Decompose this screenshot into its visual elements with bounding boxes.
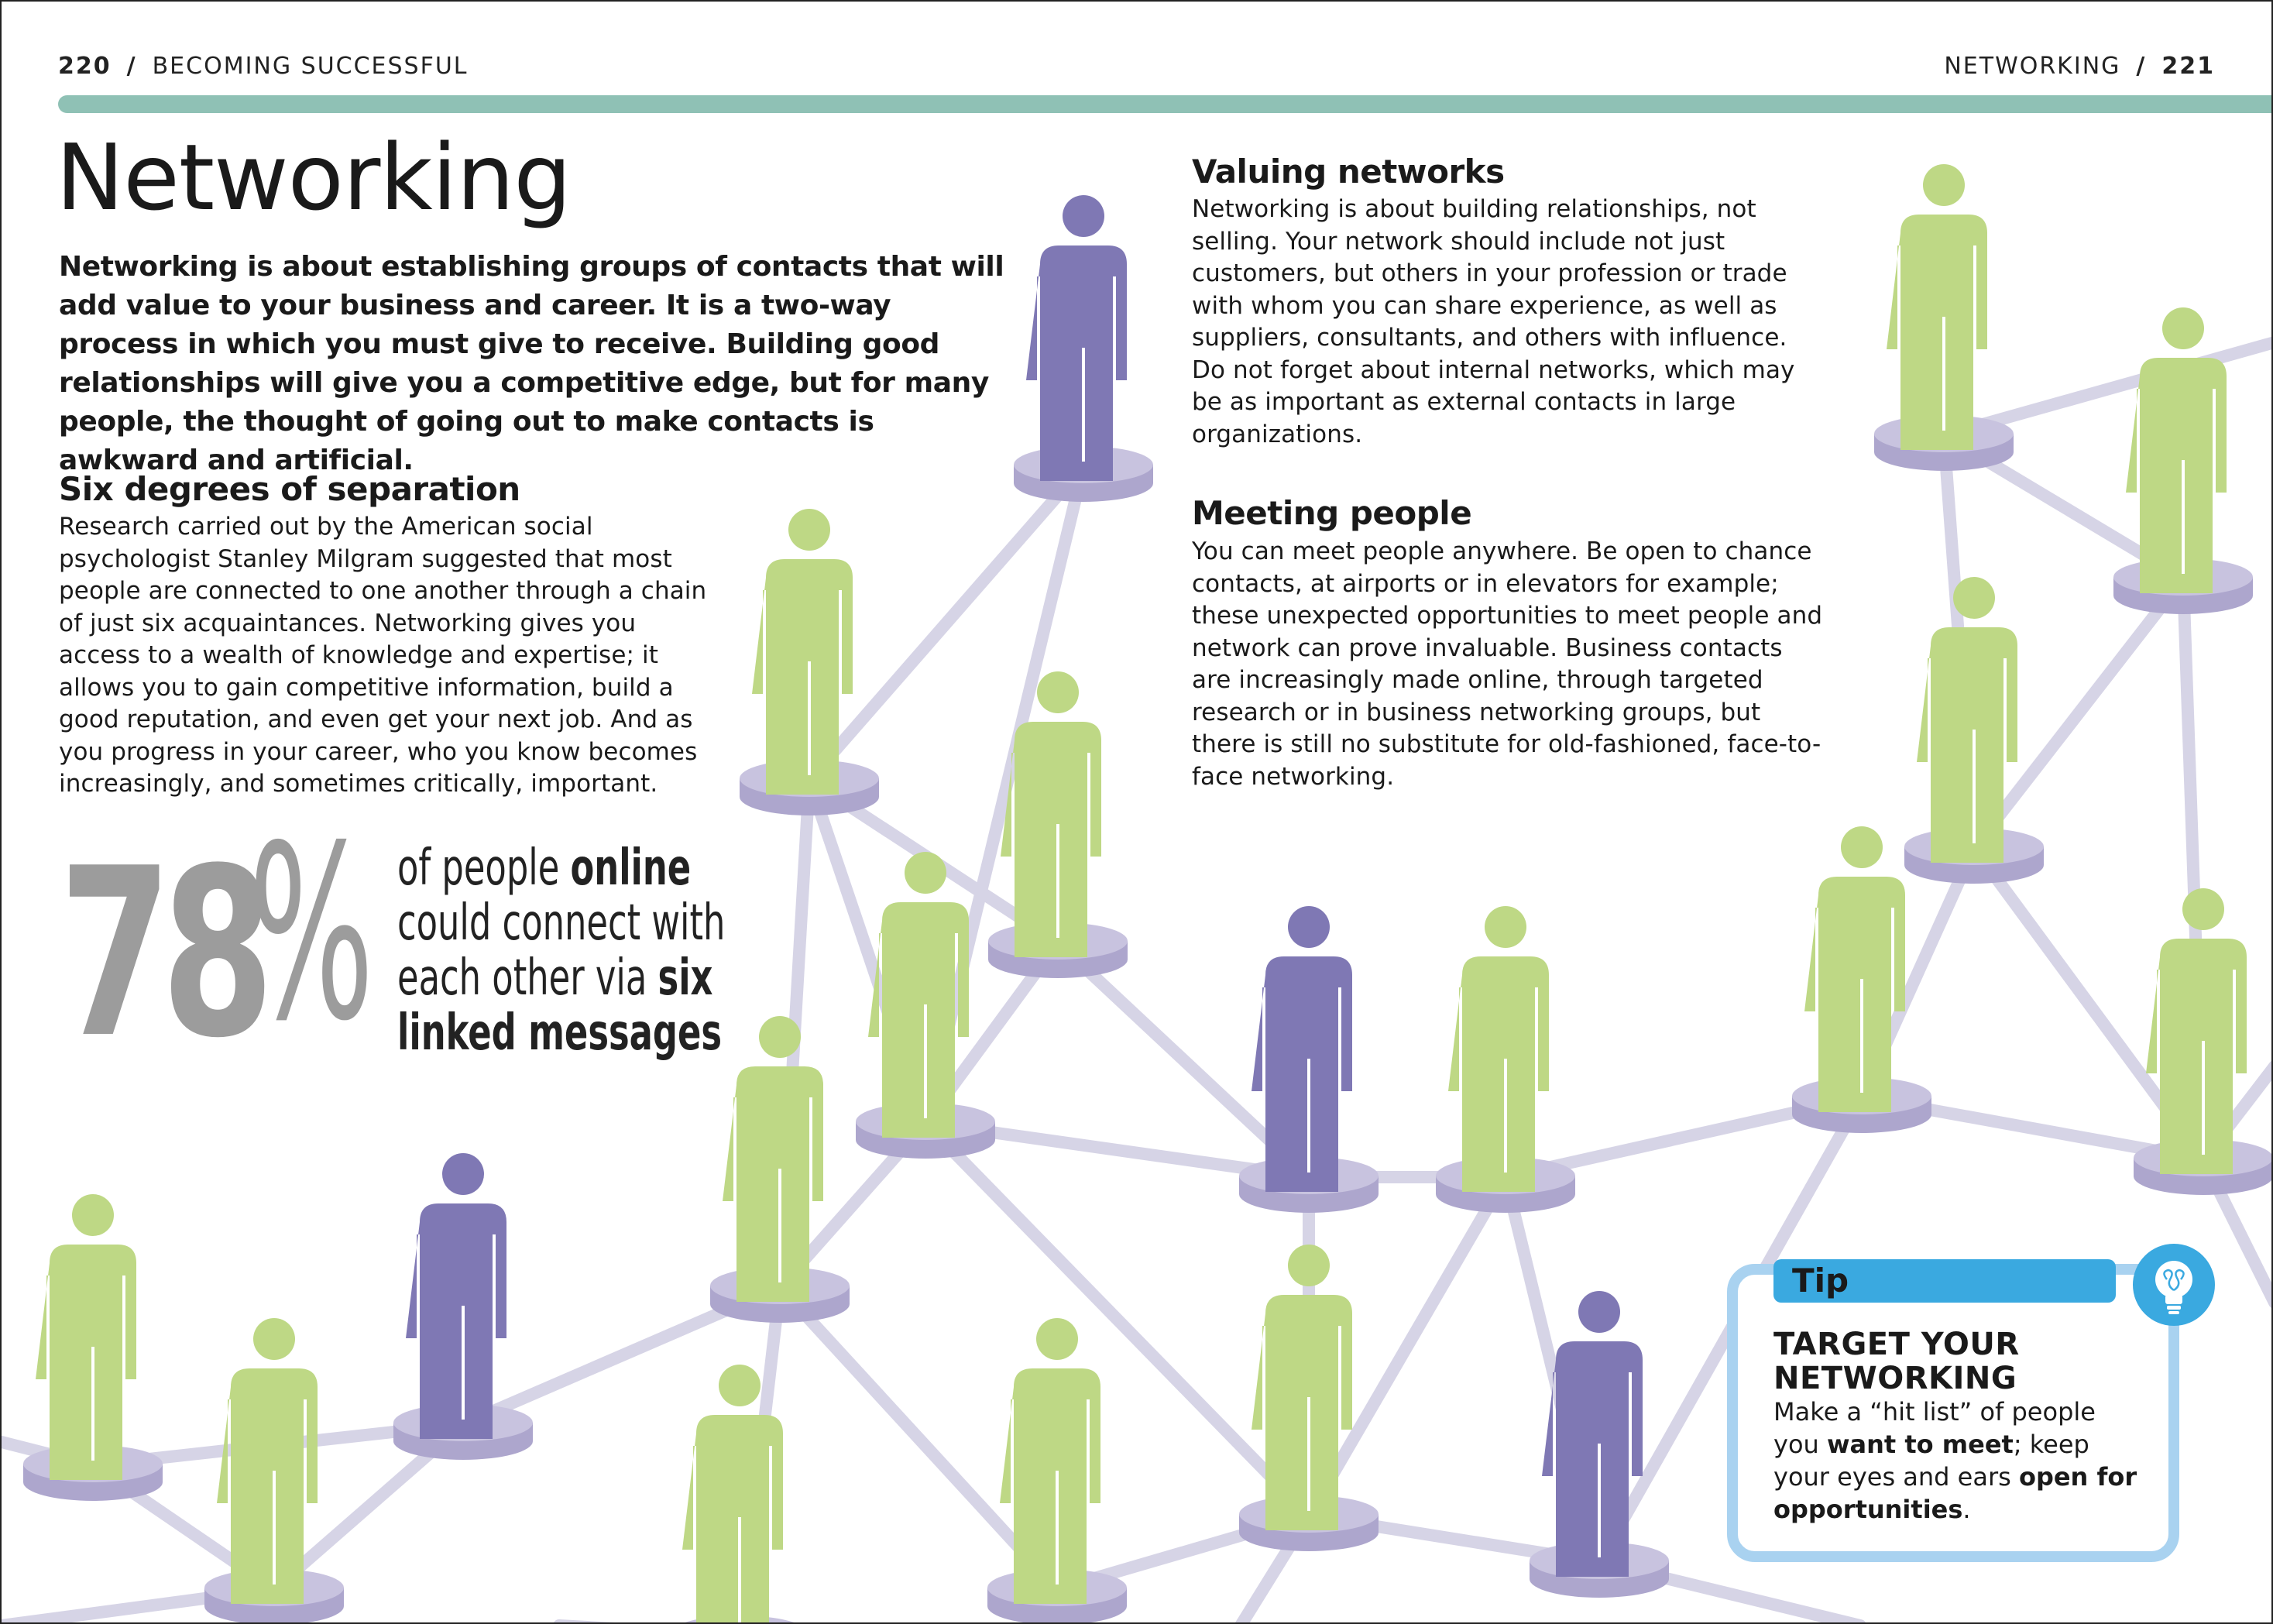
intro-paragraph: Networking is about establishing groups … — [59, 251, 1004, 476]
tip-label: Tip — [1792, 1262, 1849, 1300]
person-figure-icon — [1436, 906, 1575, 1213]
person-figure-icon — [204, 1318, 344, 1622]
stat-percent-sign: % — [249, 795, 375, 1074]
tip-text: Make a “hit list” of people you want to … — [1773, 1397, 2137, 1524]
network-link — [1968, 572, 2189, 854]
person-figure-icon — [393, 1153, 533, 1460]
six-degrees-heading: Six degrees of separation — [59, 470, 520, 508]
person-figure-icon — [987, 1318, 1127, 1622]
person-figure-icon — [23, 1194, 163, 1501]
stat-caption: of people online could connect with each… — [397, 839, 726, 1062]
tip-box — [1727, 1264, 2179, 1562]
network-link — [774, 1281, 1063, 1595]
network-link — [803, 460, 1090, 786]
person-figure-icon — [1874, 164, 2014, 471]
meeting-people-heading: Meeting people — [1192, 494, 1472, 532]
section-name-right: NETWORKING — [1944, 53, 2121, 80]
person-figure-icon — [1239, 1245, 1379, 1551]
tip-title: TARGET YOUR NETWORKING — [1773, 1327, 2020, 1396]
person-figure-icon — [1904, 577, 2044, 884]
person-figure-icon — [2134, 888, 2271, 1195]
running-header-left: 220/BECOMING SUCCESSFUL — [58, 53, 469, 80]
person-figure-icon — [856, 852, 995, 1159]
running-header-right: NETWORKING/221 — [1944, 53, 2215, 80]
six-degrees-body: Research carried out by the American soc… — [59, 513, 707, 798]
meeting-people-body: You can meet people anywhere. Be open to… — [1192, 537, 1823, 791]
header-rule — [58, 95, 2271, 113]
person-figure-icon — [682, 1365, 795, 1622]
person-figure-icon — [740, 509, 879, 815]
person-figure-icon — [1792, 826, 1931, 1133]
stat-number: 78 — [59, 819, 274, 1089]
page-number-right: 221 — [2161, 53, 2215, 80]
person-figure-icon — [988, 671, 1128, 978]
section-name-left: BECOMING SUCCESSFUL — [152, 53, 469, 80]
tip-label-bar — [1773, 1259, 2116, 1303]
network-link — [1303, 1171, 1512, 1522]
network-link — [1938, 336, 2271, 441]
network-people — [23, 164, 2271, 1622]
person-figure-icon — [1530, 1291, 1669, 1598]
page-title: Networking — [56, 124, 572, 231]
valuing-networks-heading: Valuing networks — [1192, 153, 1505, 191]
valuing-networks-body: Networking is about building relationshi… — [1192, 195, 1795, 448]
person-figure-icon — [1014, 195, 1153, 502]
network-link — [919, 1117, 1315, 1522]
person-figure-icon — [710, 1016, 850, 1323]
person-figure-icon — [2113, 307, 2253, 614]
person-figure-icon — [1239, 906, 1379, 1213]
page-number-left: 220 — [58, 53, 112, 80]
lightbulb-icon — [2133, 1244, 2215, 1326]
